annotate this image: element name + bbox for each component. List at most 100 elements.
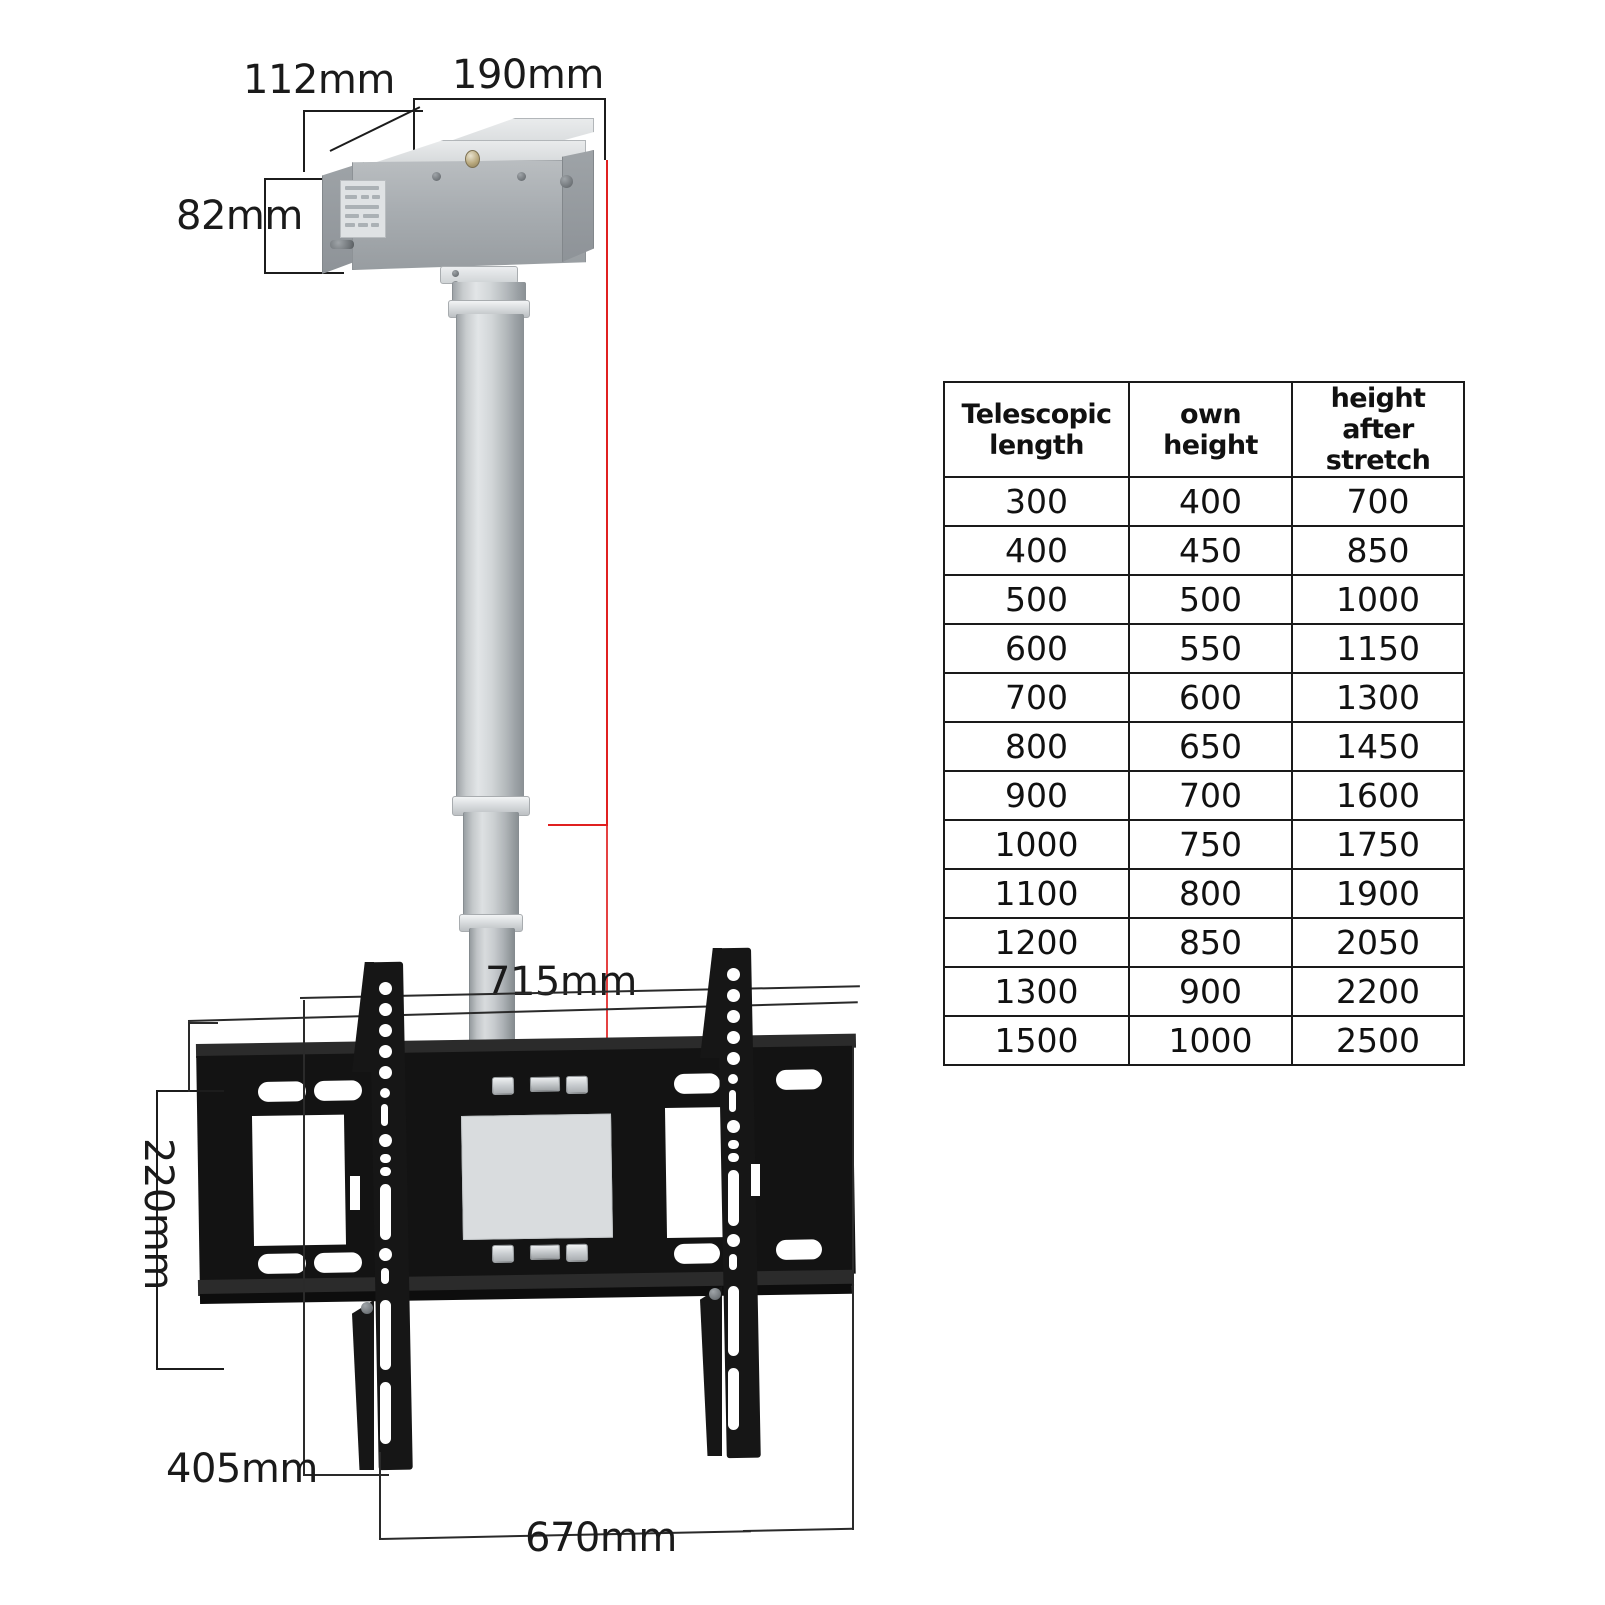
table-cell: 800 [943, 721, 1130, 772]
rail-left-hole-6 [380, 1088, 390, 1098]
table-cell: 1900 [1291, 868, 1465, 919]
rail-left-pivot-bolt [361, 1302, 373, 1314]
dimension-guide-left-vertical [188, 1022, 190, 1092]
dimension-line-width670-bottom-b [742, 1527, 853, 1532]
bracket-rail-right-wing-bottom [700, 1286, 722, 1456]
dimension-line-depth-diagonal [329, 106, 421, 152]
table-cell: 400 [943, 525, 1130, 576]
rail-left-slot-1 [381, 1104, 388, 1126]
rail-left-slot-2 [380, 1154, 391, 1163]
table-cell: 300 [943, 476, 1130, 527]
rail-right-slot-3 [728, 1153, 739, 1162]
dimension-label-bracket-depth: 405mm [166, 1446, 318, 1492]
rail-left-slot-7 [380, 1382, 391, 1444]
bracket-tab-left [350, 1176, 360, 1210]
rail-right-hole-5 [727, 1052, 740, 1065]
pole-bolt-upper [452, 270, 459, 277]
rail-left-hole-1 [379, 982, 392, 995]
table-header-own-height: own height [1128, 381, 1293, 478]
table-cell: 600 [1128, 672, 1293, 723]
table-cell: 2500 [1291, 1015, 1465, 1066]
bracket-rail-left-wing-bottom [352, 1300, 374, 1470]
table-cell: 850 [1128, 917, 1293, 968]
dimension-label-box-width: 190mm [452, 52, 604, 98]
bracket-slot-far-right-bottom [775, 1239, 823, 1260]
table-cell: 1100 [943, 868, 1130, 919]
dimension-line-height220-top [156, 1090, 224, 1092]
dimension-label-bracket-width: 670mm [525, 1515, 677, 1561]
table-cell: 1000 [1291, 574, 1465, 625]
dimension-line-depth-left [303, 112, 305, 172]
vesa-bolt-bottom-left [491, 1244, 515, 1263]
motor-housing-front [352, 160, 586, 270]
vesa-bolt-top-left [491, 1076, 515, 1095]
dimension-line-height220-bottom [156, 1368, 224, 1370]
dimension-line-height-top [264, 178, 344, 180]
vesa-nut-top-center [529, 1076, 561, 1092]
rail-left-slot-4 [380, 1184, 391, 1240]
bracket-rail-left-wing [352, 962, 374, 1072]
bracket-slot-far-right-top [775, 1069, 823, 1090]
rail-left-hole-7 [379, 1134, 392, 1147]
table-cell: 600 [943, 623, 1130, 674]
rail-right-slot-4 [728, 1170, 739, 1226]
rail-left-hole-4 [379, 1045, 392, 1058]
cable-gland [330, 240, 354, 249]
bracket-cutout-left [251, 1114, 347, 1246]
dimension-label-box-depth: 112mm [243, 57, 395, 103]
rail-left-slot-6 [380, 1300, 391, 1370]
vesa-bolt-top-right [565, 1075, 589, 1094]
bracket-slot-right-bottom [673, 1243, 721, 1264]
rail-right-hole-2 [727, 989, 740, 1002]
rail-right-slot-2 [728, 1140, 739, 1149]
center-mounting-plate [461, 1113, 613, 1240]
table-header-row: Telescopic length own height height afte… [943, 381, 1465, 478]
rail-right-hole-1 [727, 968, 740, 981]
dimension-line-width-top [413, 98, 605, 100]
table-cell: 1750 [1291, 819, 1465, 870]
bracket-slot-left-top-b [313, 1080, 363, 1101]
dimension-label-box-height: 82mm [176, 193, 303, 239]
drop-length-line-tick [548, 824, 608, 826]
rail-right-hole-4 [727, 1031, 740, 1044]
dimension-line-box-mid [413, 98, 415, 160]
rail-right-pivot-bolt [709, 1288, 721, 1300]
rail-right-slot-5 [729, 1254, 737, 1270]
dimension-line-depth-top [303, 110, 423, 112]
dimension-line-width670-left [379, 1452, 381, 1540]
mounting-hole-left [432, 172, 441, 181]
mounting-hole-right [560, 175, 573, 188]
rail-right-slot-6 [728, 1286, 739, 1356]
table-cell: 550 [1128, 623, 1293, 674]
bracket-slot-left-bottom-a [257, 1253, 307, 1274]
table-cell: 500 [1128, 574, 1293, 625]
table-cell: 650 [1128, 721, 1293, 772]
table-header-height-after-stretch: height after stretch [1291, 381, 1465, 478]
mounting-hole-mid [517, 172, 526, 181]
drop-length-line-vertical [606, 160, 608, 825]
table-cell: 1000 [1128, 1015, 1293, 1066]
rail-left-hole-3 [379, 1024, 392, 1037]
rail-left-hole-8 [379, 1248, 392, 1261]
table-cell: 700 [1128, 770, 1293, 821]
table-cell: 1450 [1291, 721, 1465, 772]
rail-right-slot-7 [728, 1368, 739, 1430]
dimension-line-height220-left [156, 1090, 158, 1370]
rail-right-hole-7 [727, 1120, 740, 1133]
drop-length-line-extension [606, 824, 608, 1046]
specification-table: Telescopic length own height height afte… [943, 381, 1465, 1066]
telescopic-tube-section-3 [463, 812, 519, 920]
table-cell: 2050 [1291, 917, 1465, 968]
table-cell: 700 [1291, 476, 1465, 527]
vesa-bolt-bottom-right [565, 1243, 589, 1262]
